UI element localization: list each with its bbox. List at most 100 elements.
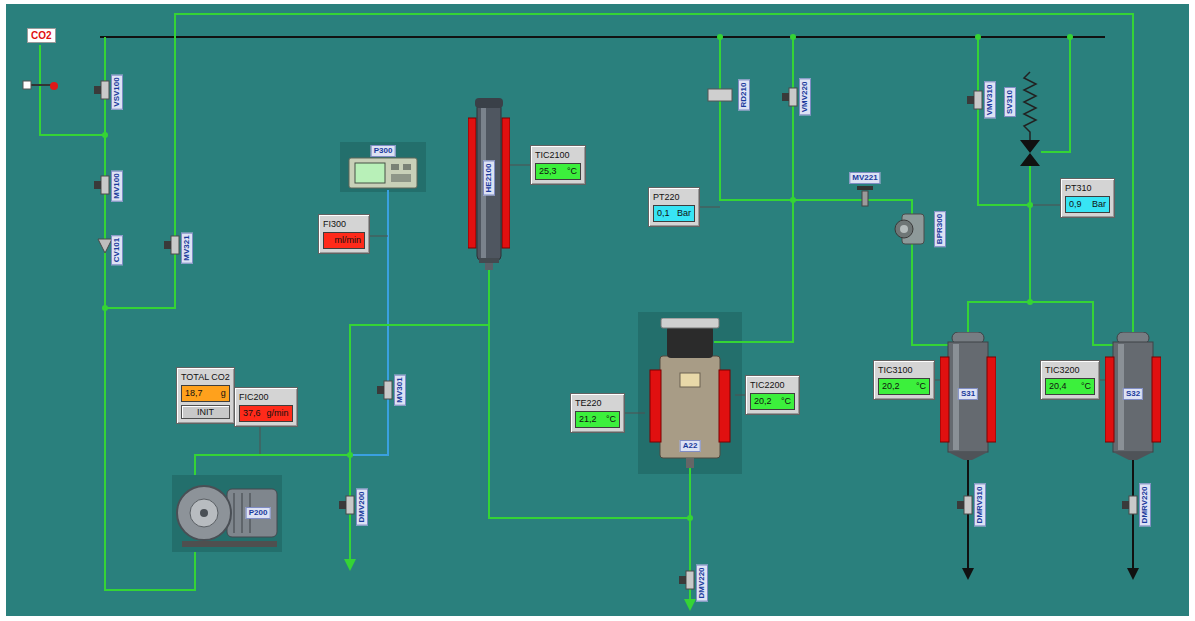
junction-dot — [102, 132, 108, 138]
valve-body — [1020, 140, 1040, 166]
instrument-name: TIC3200 — [1045, 364, 1095, 376]
reading-value: 37,6 — [243, 408, 261, 419]
pipe-connector — [489, 270, 690, 518]
junction-dot — [102, 305, 108, 311]
screen-ground — [6, 4, 1189, 616]
leader-line — [1030, 205, 1060, 206]
pump-key — [403, 164, 411, 170]
syringe-pump: P300 — [345, 144, 421, 190]
vessel-nozzle — [686, 458, 694, 468]
pipe-connector — [195, 270, 489, 475]
leader-line — [370, 236, 388, 237]
reading-unit: °C — [916, 381, 926, 392]
exchanger-cap — [475, 98, 503, 108]
check-valve-symbol — [98, 239, 112, 253]
valve-tag: RD210 — [738, 80, 750, 111]
reactor-vessel: A22 — [645, 318, 735, 468]
junction-dots — [102, 34, 1073, 521]
valve-symbol — [94, 176, 109, 194]
value-display: 21,2°C — [575, 411, 620, 428]
junction-dot — [717, 34, 723, 40]
valve-symbol — [782, 88, 797, 106]
reading-unit: °C — [567, 166, 577, 177]
pump-backdrop — [340, 142, 426, 192]
heater-band — [502, 118, 510, 248]
signal-connector — [935, 380, 940, 381]
drain-pipe — [967, 460, 969, 574]
valve-spring — [1024, 72, 1036, 140]
header-line — [100, 36, 1105, 38]
instrument-name: TIC3100 — [878, 364, 930, 376]
source-box: CO2 — [27, 28, 56, 43]
exchanger-flange — [479, 258, 499, 263]
separator-vessel: S31 — [940, 332, 996, 460]
value-display: 18,7g — [181, 385, 230, 402]
needle-valve-symbol — [862, 191, 868, 206]
vessel-head — [667, 326, 713, 358]
pipe — [1041, 37, 1070, 152]
equipment-tag: S32 — [1123, 388, 1143, 400]
pipe — [912, 244, 948, 345]
equipment-tag: P200 — [246, 507, 271, 519]
value-display: 0,1Bar — [653, 205, 695, 222]
pump-screen — [355, 163, 385, 183]
heater-band — [650, 370, 661, 442]
reading-value: 21,2 — [579, 414, 597, 425]
vessel-window — [680, 373, 700, 387]
valve-symbol — [339, 496, 354, 514]
reading-unit: ml/min — [335, 235, 362, 246]
value-display: ml/min — [323, 232, 365, 249]
heater-band — [940, 357, 949, 442]
button-label: INIT — [182, 406, 229, 418]
value-display: 20,2°C — [750, 393, 795, 410]
valve-symbol — [1122, 496, 1137, 514]
valve-tag: DMV200 — [356, 488, 368, 525]
reading-unit: °C — [781, 396, 791, 407]
instrument-panel: PT3100,9Bar — [1060, 178, 1115, 218]
vessel-clamp — [661, 318, 719, 328]
regulator-dome — [895, 220, 913, 238]
value-display: 37,6g/min — [239, 405, 293, 422]
pump-hub — [200, 509, 208, 517]
equipment-tag: S31 — [958, 388, 978, 400]
heater-band — [1105, 357, 1114, 442]
junction-dot — [1067, 34, 1073, 40]
instrument-panel: TIC310020,2°C — [873, 360, 935, 400]
pipe — [720, 37, 912, 214]
valve-symbol — [679, 571, 694, 589]
signal-connector — [625, 413, 645, 414]
reading-unit: °C — [1081, 381, 1091, 392]
instrument-name: PT220 — [653, 191, 695, 203]
separator-vessel: S32 — [1105, 332, 1161, 460]
junction-dot — [790, 34, 796, 40]
valve-tag: DMV220 — [696, 564, 708, 601]
heater-band — [468, 118, 476, 248]
valve-symbol — [377, 381, 392, 399]
reading-value: 0,9 — [1069, 199, 1082, 210]
valve-tag: DMRV220 — [1139, 484, 1151, 527]
heater-band — [987, 357, 996, 442]
reading-value: 0,1 — [657, 208, 670, 219]
valve-tag: DMRV310 — [974, 484, 986, 527]
pump-casing — [349, 158, 417, 188]
junction-dot — [975, 34, 981, 40]
pipe — [978, 37, 1030, 205]
vessel-body — [660, 356, 720, 458]
value-display: 25,3°C — [535, 163, 581, 180]
exchanger-body — [477, 104, 501, 260]
init-button: INIT — [181, 405, 230, 419]
source-name: CO2 — [31, 29, 52, 42]
valve-tag: SV310 — [1004, 87, 1016, 117]
pump-head — [177, 486, 231, 540]
rupture-disk-symbol — [708, 89, 732, 101]
inlet-line — [30, 84, 53, 86]
pump-key — [391, 174, 411, 182]
leader-line — [700, 207, 720, 208]
valve-tag: VMV310 — [984, 82, 996, 119]
instrument-name: PT310 — [1065, 182, 1110, 194]
separator-body — [1113, 342, 1153, 452]
pipe — [105, 14, 1133, 332]
signal-connector — [1100, 380, 1105, 381]
instrument-panel: TOTAL CO218,7gINIT — [176, 367, 235, 424]
pump-head-cover — [190, 499, 218, 527]
